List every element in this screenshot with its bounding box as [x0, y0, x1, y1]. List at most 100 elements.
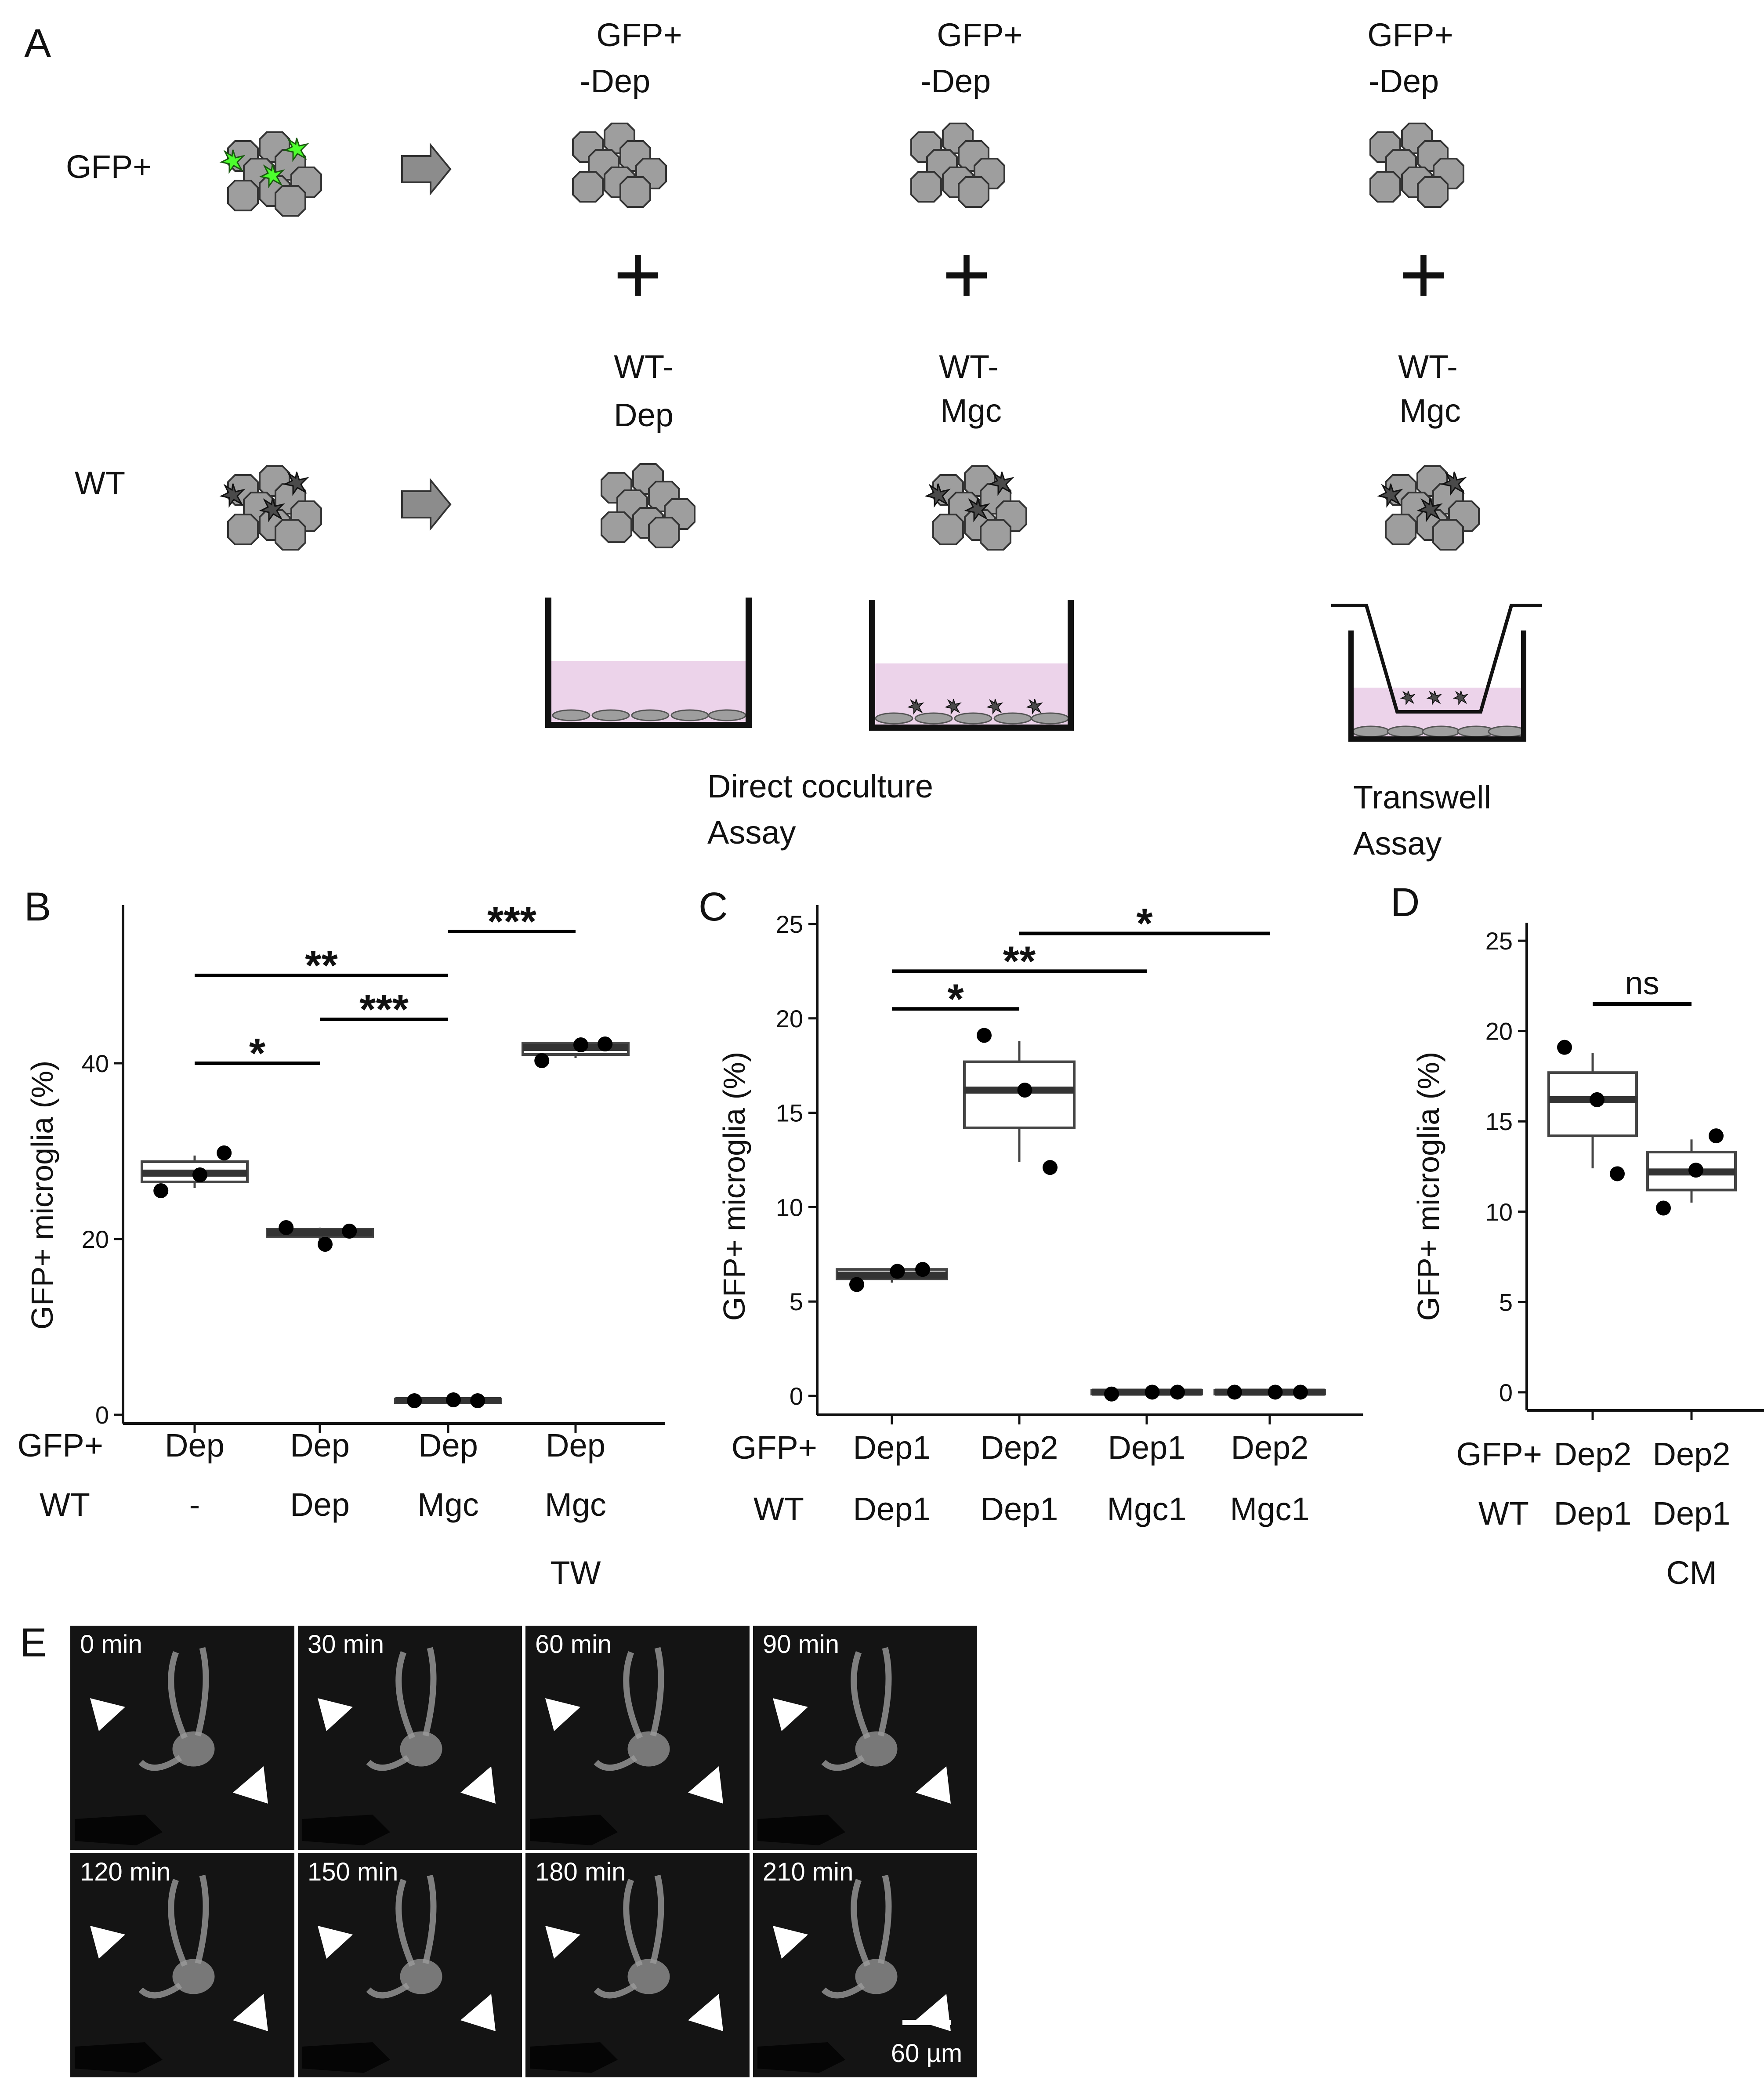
x-label-gfp: Dep2 [981, 1429, 1058, 1466]
wt-depleted-cluster [601, 464, 695, 547]
y-tick-label: 0 [1499, 1379, 1513, 1406]
data-point [1170, 1384, 1185, 1400]
y-axis-label: GFP+ microglia (%) [717, 1052, 751, 1321]
data-point [1227, 1384, 1242, 1400]
significance-label: ** [305, 942, 338, 989]
arrowhead-icon [90, 1698, 125, 1731]
gfp-cell-cluster [221, 132, 321, 216]
col1-top1: GFP+ [596, 17, 682, 53]
x-label-gfp: Dep [418, 1427, 478, 1464]
arrow-right-icon [401, 144, 451, 194]
data-point [318, 1237, 333, 1252]
microglia-soma [172, 1959, 215, 1994]
x-label-wt: Dep1 [1554, 1495, 1632, 1532]
significance-label: *** [487, 898, 537, 945]
data-point [1656, 1200, 1671, 1216]
data-point [470, 1393, 485, 1408]
arrowhead-icon [460, 1766, 496, 1804]
significance-label: *** [359, 986, 409, 1033]
timepoint-label: 150 min [308, 1858, 398, 1886]
y-tick-label: 20 [82, 1225, 109, 1253]
x-label-wt: Mgc1 [1230, 1491, 1310, 1527]
y-tick-label: 20 [776, 1005, 803, 1033]
panel-letter-a: A [24, 21, 51, 66]
data-point [192, 1167, 207, 1182]
data-point [1104, 1386, 1119, 1402]
y-axis-label: GFP+ microglia (%) [1411, 1052, 1445, 1321]
microglia-soma [400, 1959, 442, 1994]
wt-microglia-cluster [1378, 466, 1479, 550]
y-tick-label: 5 [790, 1288, 803, 1315]
transwell-well [1331, 604, 1542, 742]
microglia-soma [400, 1731, 442, 1767]
timepoint-label: 180 min [535, 1858, 626, 1886]
arrow-right-icon [401, 479, 451, 529]
condition-column-1: GFP+ -Dep + WT- Dep [573, 17, 695, 547]
col2-top1: GFP+ [937, 17, 1022, 53]
plus-sign: + [942, 228, 991, 321]
y-tick-label: 40 [82, 1050, 109, 1077]
direct-coculture-well-1 [545, 598, 752, 728]
microglia-process [594, 1874, 664, 1999]
y-tick-label: 25 [776, 910, 803, 938]
data-point [279, 1220, 294, 1235]
data-point [849, 1277, 864, 1292]
x-label-wt: Mgc1 [1107, 1491, 1187, 1527]
x-label-gfp: Dep [546, 1427, 605, 1464]
x-label-gfp: Dep [165, 1427, 225, 1464]
arrowhead-icon [233, 1994, 268, 2031]
data-point [1043, 1160, 1058, 1175]
dark-artifact [75, 1815, 163, 1845]
y-axis-label: GFP+ microglia (%) [25, 1061, 59, 1330]
dark-artifact [757, 1815, 845, 1845]
direct-coculture-well-2 [869, 600, 1074, 731]
data-point [598, 1036, 613, 1051]
data-point [1557, 1040, 1572, 1055]
data-point [1017, 1083, 1032, 1098]
microglia-process [366, 1647, 437, 1771]
data-point [407, 1393, 422, 1408]
col2-bot2: Mgc [940, 392, 1002, 429]
y-tick-label: 25 [1485, 927, 1513, 955]
row-label-gfp: GFP+ [66, 149, 152, 185]
data-point [217, 1145, 232, 1160]
panel-letter-e: E [20, 1620, 47, 1665]
timepoint-label: 60 min [535, 1630, 612, 1659]
microglia-soma [627, 1959, 670, 1994]
x-row-label-gfp: GFP+ [18, 1427, 103, 1464]
assay-label-transwell-1: Transwell [1353, 779, 1491, 815]
arrowhead-icon [688, 1766, 723, 1804]
assay-label-transwell-2: Assay [1353, 825, 1442, 862]
dark-artifact [302, 1815, 390, 1845]
data-point [1709, 1128, 1724, 1144]
x-row-label-wt: WT [753, 1491, 804, 1527]
y-tick-label: 0 [790, 1382, 803, 1410]
x-label-wt: Dep1 [981, 1491, 1058, 1527]
data-point [1268, 1384, 1283, 1400]
x-label-extra: CM [1666, 1554, 1717, 1591]
assay-label-direct-2: Assay [707, 814, 796, 851]
panel-letter-c: C [699, 884, 728, 929]
y-tick-label: 15 [776, 1099, 803, 1127]
panel-a: A GFP+ WT GFP+ -Dep + WT- Dep [24, 17, 1542, 862]
x-row-label-wt: WT [1478, 1495, 1529, 1532]
x-label-gfp: Dep1 [853, 1429, 931, 1466]
data-point [534, 1053, 550, 1068]
panel-letter-b: B [24, 884, 51, 929]
x-row-label-gfp: GFP+ [732, 1429, 817, 1466]
wt-cell-cluster [221, 466, 321, 550]
arrowhead-icon [90, 1926, 125, 1959]
microglia-process [366, 1874, 437, 1999]
arrowhead-icon [545, 1698, 580, 1731]
y-tick-label: 10 [1485, 1198, 1513, 1226]
wt-microglia-cluster [926, 466, 1026, 550]
microglia-soma [855, 1959, 898, 1994]
col1-top2: -Dep [580, 63, 650, 99]
timepoint-label: 30 min [308, 1630, 384, 1659]
x-label-gfp: Dep1 [1108, 1429, 1186, 1466]
